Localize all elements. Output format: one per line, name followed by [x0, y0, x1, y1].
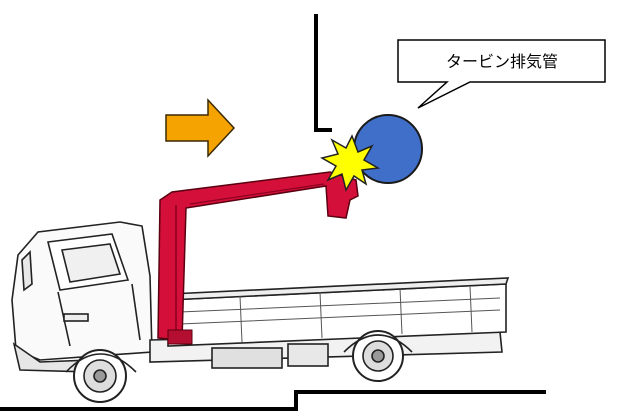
wall-outline — [314, 14, 332, 132]
ground-line — [0, 390, 546, 411]
right-arrow-icon — [165, 98, 236, 158]
crane-truck-icon — [11, 221, 510, 403]
callout-label: タービン排気管 — [446, 52, 558, 71]
callout-bubble: タービン排気管 — [397, 39, 606, 109]
impact-burst-icon — [320, 134, 381, 192]
crane-boom — [157, 171, 359, 345]
